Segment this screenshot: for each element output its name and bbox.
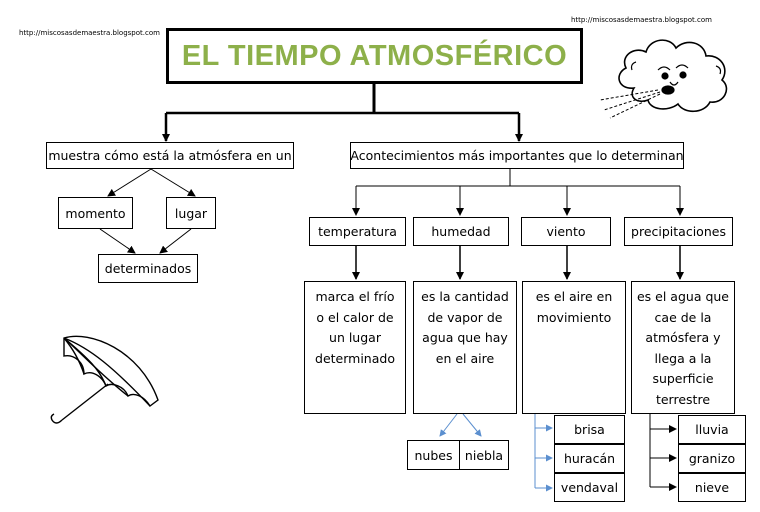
right-branch-head: Acontecimientos más importantes que lo d… [350, 142, 684, 169]
node-momento: momento [58, 197, 133, 229]
humedad-type-nubes: nubes [407, 440, 460, 470]
description-viento: es el aire en movimiento [522, 281, 626, 414]
category-precipitaciones: precipitaciones [624, 217, 733, 246]
description-precipitaciones: es el agua que cae de la atmósfera y lle… [631, 281, 735, 414]
category-viento: viento [521, 217, 611, 246]
description-temperatura: marca el frío o el calor de un lugar det… [304, 281, 406, 414]
viento-type-huracan: huracán [554, 444, 625, 473]
blog-url-right: http://miscosasdemaestra.blogspot.com [571, 16, 712, 24]
page-title: EL TIEMPO ATMOSFÉRICO [166, 28, 583, 84]
description-humedad: es la cantidad de vapor de agua que hay … [413, 281, 517, 414]
category-humedad: humedad [413, 217, 509, 246]
node-determinados: determinados [98, 254, 198, 283]
humedad-type-niebla: niebla [459, 440, 509, 470]
viento-type-brisa: brisa [554, 415, 625, 444]
viento-type-vendaval: vendaval [554, 473, 625, 502]
wind-cloud-icon [599, 39, 728, 119]
precipitaciones-type-nieve: nieve [678, 473, 746, 502]
left-branch-head: muestra cómo está la atmósfera en un [46, 142, 294, 169]
node-lugar: lugar [166, 197, 216, 229]
blog-url-left: http://miscosasdemaestra.blogspot.com [19, 29, 160, 37]
category-temperatura: temperatura [309, 217, 406, 246]
umbrella-icon [50, 335, 159, 424]
precipitaciones-type-granizo: granizo [678, 444, 746, 473]
precipitaciones-type-lluvia: lluvia [678, 415, 746, 444]
